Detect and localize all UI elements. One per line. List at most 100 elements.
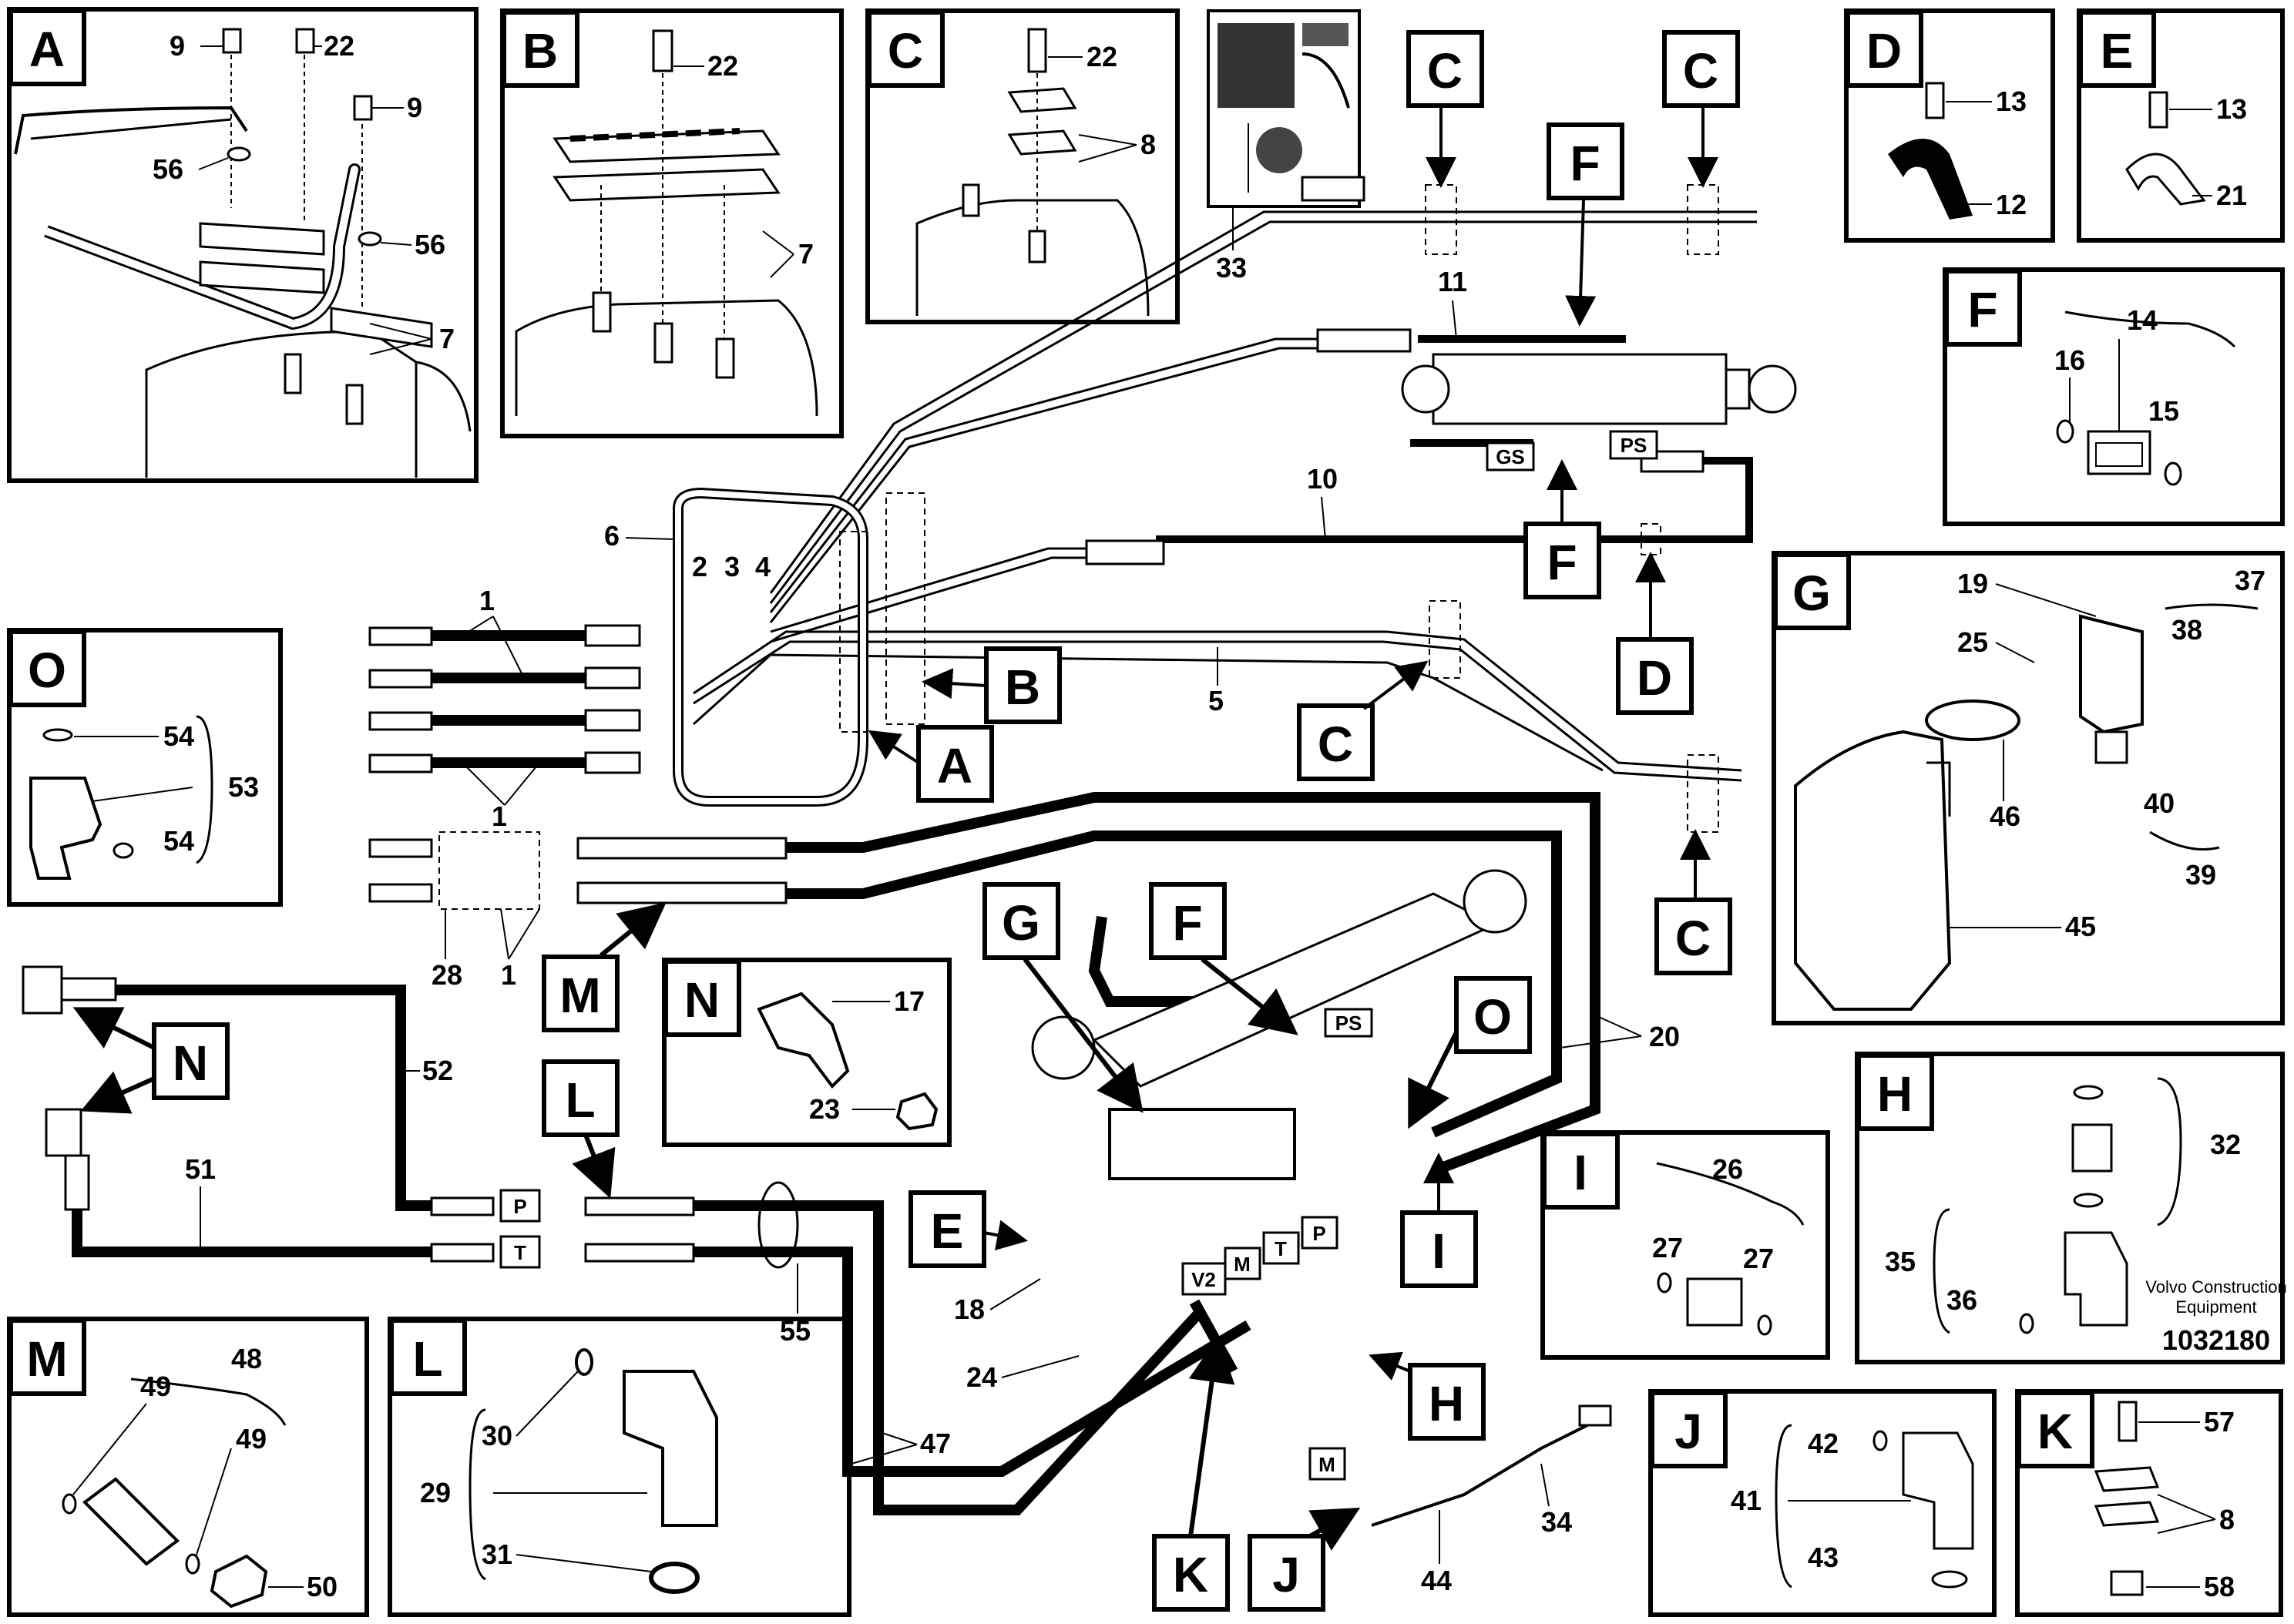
callout-c-8: 8	[1140, 129, 1156, 160]
callout-o-57: 57	[2204, 1406, 2235, 1438]
panel-letter-h: H	[1877, 1066, 1913, 1122]
letter-c-top2: C	[1683, 43, 1718, 99]
branding-block: Volvo Construction Equipment 1032180	[2145, 1277, 2286, 1356]
callout-4: 4	[755, 551, 771, 582]
panel-letter-l: M	[26, 1331, 67, 1387]
tag-gs: GS	[1496, 445, 1525, 468]
detail-panel-i: I 26 27 27	[1540, 1130, 1830, 1360]
sensor-cable	[1371, 1404, 1612, 1527]
callout-g-38: 38	[2171, 614, 2202, 646]
main-letter-boxes: C C F F D C C B A G F O L	[72, 30, 1740, 1612]
letter-i: I	[1432, 1223, 1446, 1279]
callout-2: 2	[692, 551, 707, 582]
tag-v2: V2	[1191, 1268, 1216, 1291]
lower-cylinder	[1031, 869, 1527, 1180]
callout-m-23: 23	[809, 1093, 840, 1125]
callout-g-40: 40	[2144, 787, 2175, 819]
company-name-line1: Volvo Construction	[2145, 1277, 2286, 1297]
callout-e-13: 13	[2216, 93, 2247, 125]
callout-a-56b: 56	[415, 229, 445, 260]
detail-panel-c: C 22 8	[865, 8, 1180, 324]
callout-44: 44	[1421, 1565, 1452, 1596]
callout-33: 33	[1216, 252, 1247, 284]
panel-letter-d: D	[1866, 23, 1902, 79]
panel-letter-n: O	[28, 643, 66, 698]
callout-n-53: 53	[228, 771, 259, 803]
panel-letter-i: I	[1574, 1145, 1587, 1200]
letter-f-top: F	[1570, 136, 1600, 191]
callout-j-41: 41	[1731, 1485, 1762, 1516]
callout-i-26: 26	[1712, 1153, 1743, 1185]
panel-letter-j: J	[1674, 1404, 1702, 1459]
callout-c-22: 22	[1087, 41, 1117, 72]
left-hoses	[72, 630, 1600, 1515]
detail-panel-l: M 48 49 49 50	[7, 1317, 369, 1617]
letter-m: M	[559, 968, 600, 1023]
callout-g-39: 39	[2185, 859, 2216, 891]
panel-letter-e: E	[2101, 23, 2134, 79]
letter-a: A	[937, 738, 972, 794]
callout-24: 24	[966, 1361, 997, 1393]
detail-panel-a: A 9 22 9 56 56 7	[7, 7, 479, 483]
tag-p-supply: P	[513, 1195, 526, 1218]
main-callouts: 11 10 6 2 3 4 1 1 1 5 28 52 51 20 18 24 …	[185, 266, 1680, 1596]
callout-a-56: 56	[153, 153, 183, 185]
panel-letter-g: G	[1792, 565, 1831, 621]
callout-b-7: 7	[798, 238, 814, 270]
callout-h-32: 32	[2210, 1129, 2241, 1160]
panel-letter-o: K	[2037, 1404, 2073, 1459]
callout-l-48: 48	[231, 1343, 262, 1374]
upper-cylinder	[1401, 353, 1797, 425]
fittings-left	[368, 176, 1705, 1263]
letter-b: B	[1005, 659, 1040, 715]
detail-panel-m: N 17 23	[662, 958, 952, 1147]
callout-51: 51	[185, 1153, 216, 1185]
detail-panel-g: G 19 37 25 38 46 40 39 45	[1772, 551, 2285, 1025]
callout-g-46: 46	[1990, 800, 2020, 832]
callout-k-29: 29	[420, 1477, 451, 1508]
callout-m-17: 17	[894, 985, 925, 1017]
callout-l-49b: 49	[236, 1423, 267, 1455]
callout-10: 10	[1307, 463, 1338, 495]
letter-l: L	[565, 1072, 595, 1128]
callout-h-36: 36	[1946, 1284, 1977, 1316]
callout-h-35: 35	[1885, 1246, 1916, 1277]
callout-b-22: 22	[707, 50, 738, 82]
tag-ps-upper: PS	[1621, 434, 1647, 457]
letter-g: G	[1002, 895, 1040, 951]
warning-decal: 33	[1207, 9, 1361, 284]
callout-j-42: 42	[1808, 1428, 1839, 1459]
callout-47: 47	[920, 1428, 951, 1459]
callout-i-27: 27	[1652, 1232, 1683, 1263]
callout-28: 28	[432, 959, 462, 991]
port-tags: PS GS PS P T V2 M T P M	[499, 430, 1658, 1481]
tee-fittings	[22, 965, 117, 1211]
callout-i-27b: 27	[1743, 1243, 1774, 1274]
letter-f-mid: F	[1547, 535, 1577, 590]
callout-e-21: 21	[2216, 180, 2247, 211]
callout-g-19: 19	[1957, 568, 1988, 599]
callout-g-37: 37	[2235, 565, 2265, 596]
callout-6: 6	[604, 520, 620, 552]
hose-clamp-ring	[757, 1181, 799, 1269]
callout-l-50: 50	[307, 1571, 338, 1602]
callout-k-31: 31	[482, 1538, 512, 1570]
callout-52: 52	[422, 1055, 453, 1086]
callout-20: 20	[1649, 1021, 1680, 1052]
callout-55: 55	[780, 1315, 811, 1347]
panel-letter-m: N	[684, 972, 720, 1028]
letter-k: K	[1173, 1547, 1208, 1602]
callout-n-54: 54	[163, 720, 194, 752]
callout-1-top: 1	[479, 585, 495, 616]
callout-34: 34	[1541, 1506, 1572, 1538]
callout-1-mid: 1	[492, 800, 507, 832]
panel-letter-k: L	[412, 1331, 442, 1387]
letter-e: E	[931, 1203, 964, 1259]
detail-panel-b: B 22 7	[500, 8, 844, 438]
callout-f-16: 16	[2054, 344, 2085, 376]
callout-n-54b: 54	[163, 825, 194, 857]
detail-panel-f: F 14 16 15	[1943, 267, 2285, 526]
callout-18: 18	[954, 1293, 985, 1325]
letter-o: O	[1473, 989, 1512, 1045]
